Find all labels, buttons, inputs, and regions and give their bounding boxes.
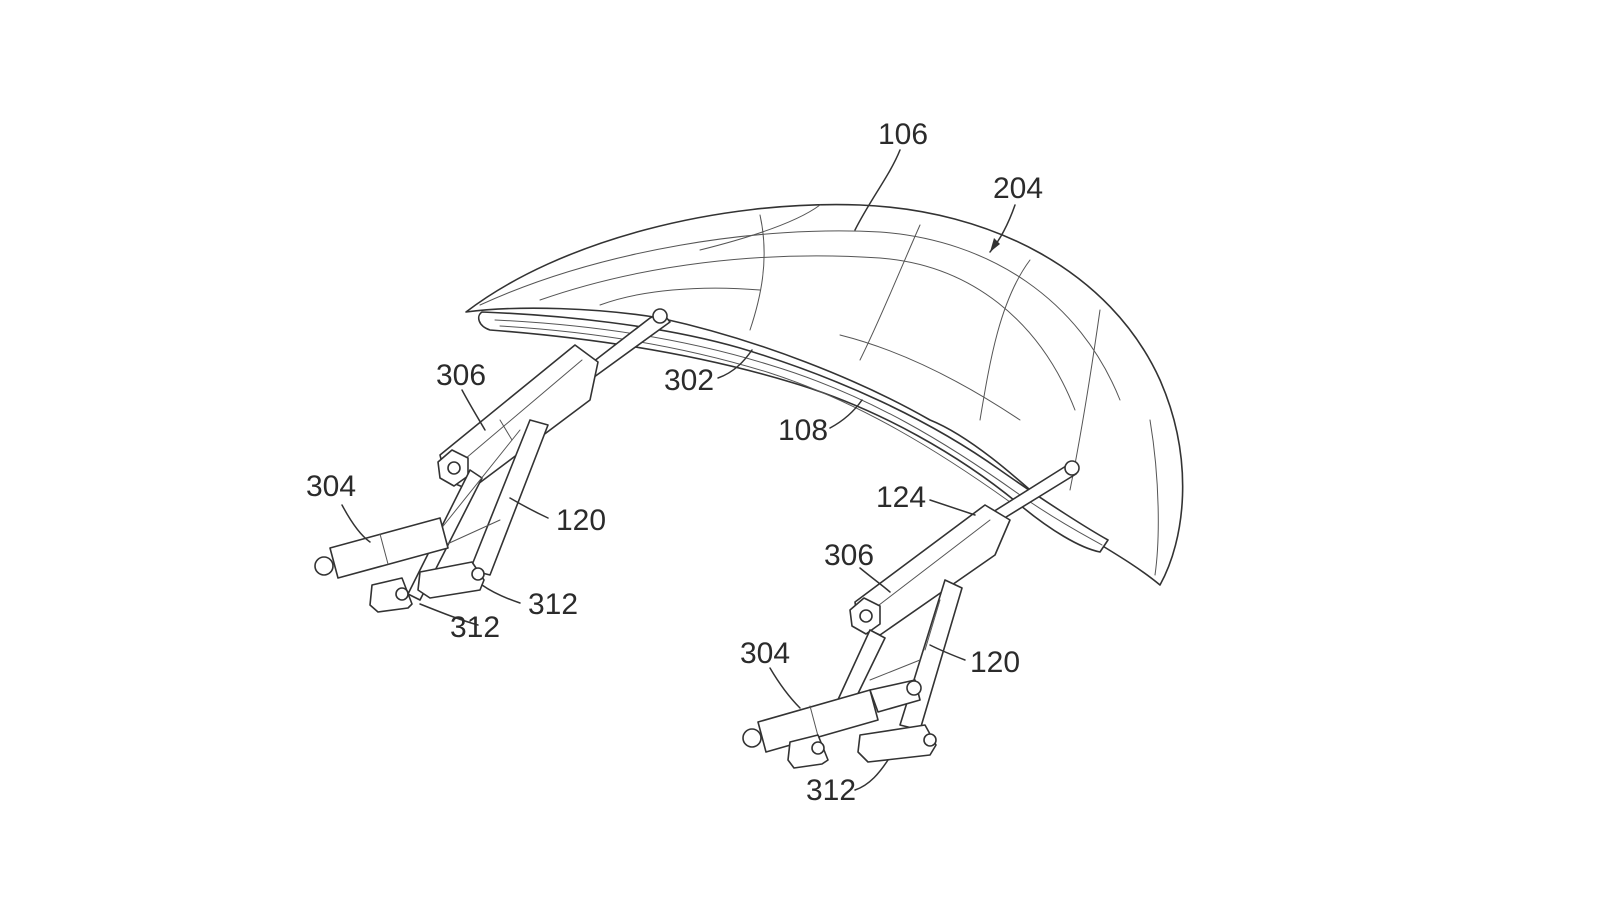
left-linkage-assembly: [314, 308, 671, 613]
label-108: 108: [778, 414, 828, 447]
label-302: 302: [664, 364, 714, 397]
label-120-left: 120: [556, 504, 606, 537]
label-304-right: 304: [740, 637, 790, 670]
label-312-left-rear: 312: [528, 588, 578, 621]
label-306-left: 306: [436, 359, 486, 392]
label-120-right: 120: [970, 646, 1020, 679]
roof-panel: [465, 203, 1184, 586]
right-linkage-assembly: [742, 460, 1080, 769]
label-124: 124: [876, 481, 926, 514]
roof-frame-rail: [477, 311, 1109, 553]
label-306-right: 306: [824, 539, 874, 572]
leader-lines: [341, 149, 1016, 791]
label-312-right: 312: [806, 774, 856, 807]
reference-labels: 106 204 302 108 306 304 120 312 312 124 …: [306, 118, 1043, 807]
label-312-left-front: 312: [450, 611, 500, 644]
label-304-left: 304: [306, 470, 356, 503]
label-204: 204: [993, 172, 1043, 205]
label-106: 106: [878, 118, 928, 151]
